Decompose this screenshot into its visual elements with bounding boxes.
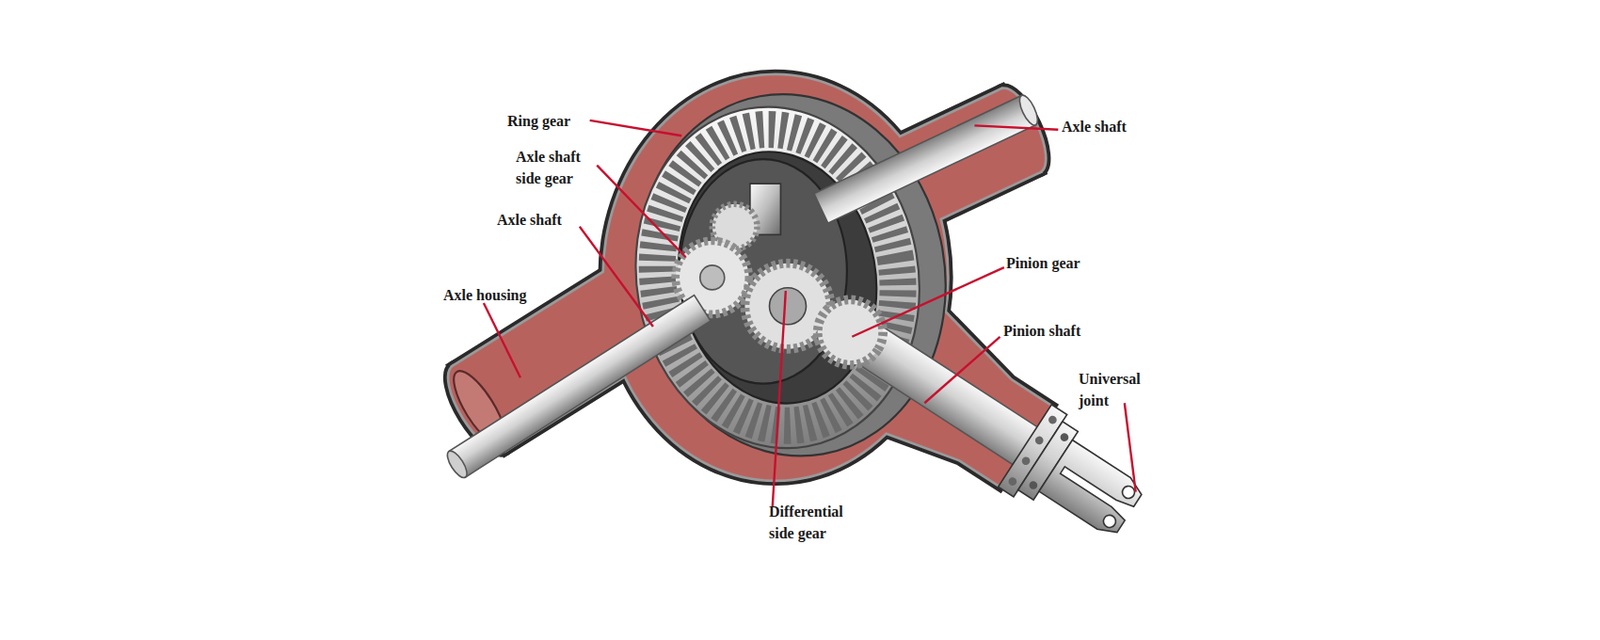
- part-label: Axle shaft: [1061, 115, 1127, 138]
- axle-shaft: [443, 295, 711, 481]
- part-label: Ring gear: [507, 110, 571, 132]
- part-label: Pinion gear: [1006, 252, 1081, 274]
- illustration: [437, 69, 1156, 555]
- axle-shaft: [814, 93, 1041, 224]
- part-label: Differential side gear: [768, 500, 867, 544]
- ring-gear: [607, 69, 974, 481]
- part-label: Axle housing: [443, 284, 527, 306]
- leader-lines: [483, 120, 1136, 508]
- pinion-assembly: [796, 273, 1156, 556]
- part-label: Universal joint: [1078, 368, 1154, 412]
- part-label: Axle shaft: [496, 208, 562, 231]
- part-label: Pinion shaft: [1003, 320, 1081, 342]
- part-label: Axle shaft side gear: [515, 145, 603, 190]
